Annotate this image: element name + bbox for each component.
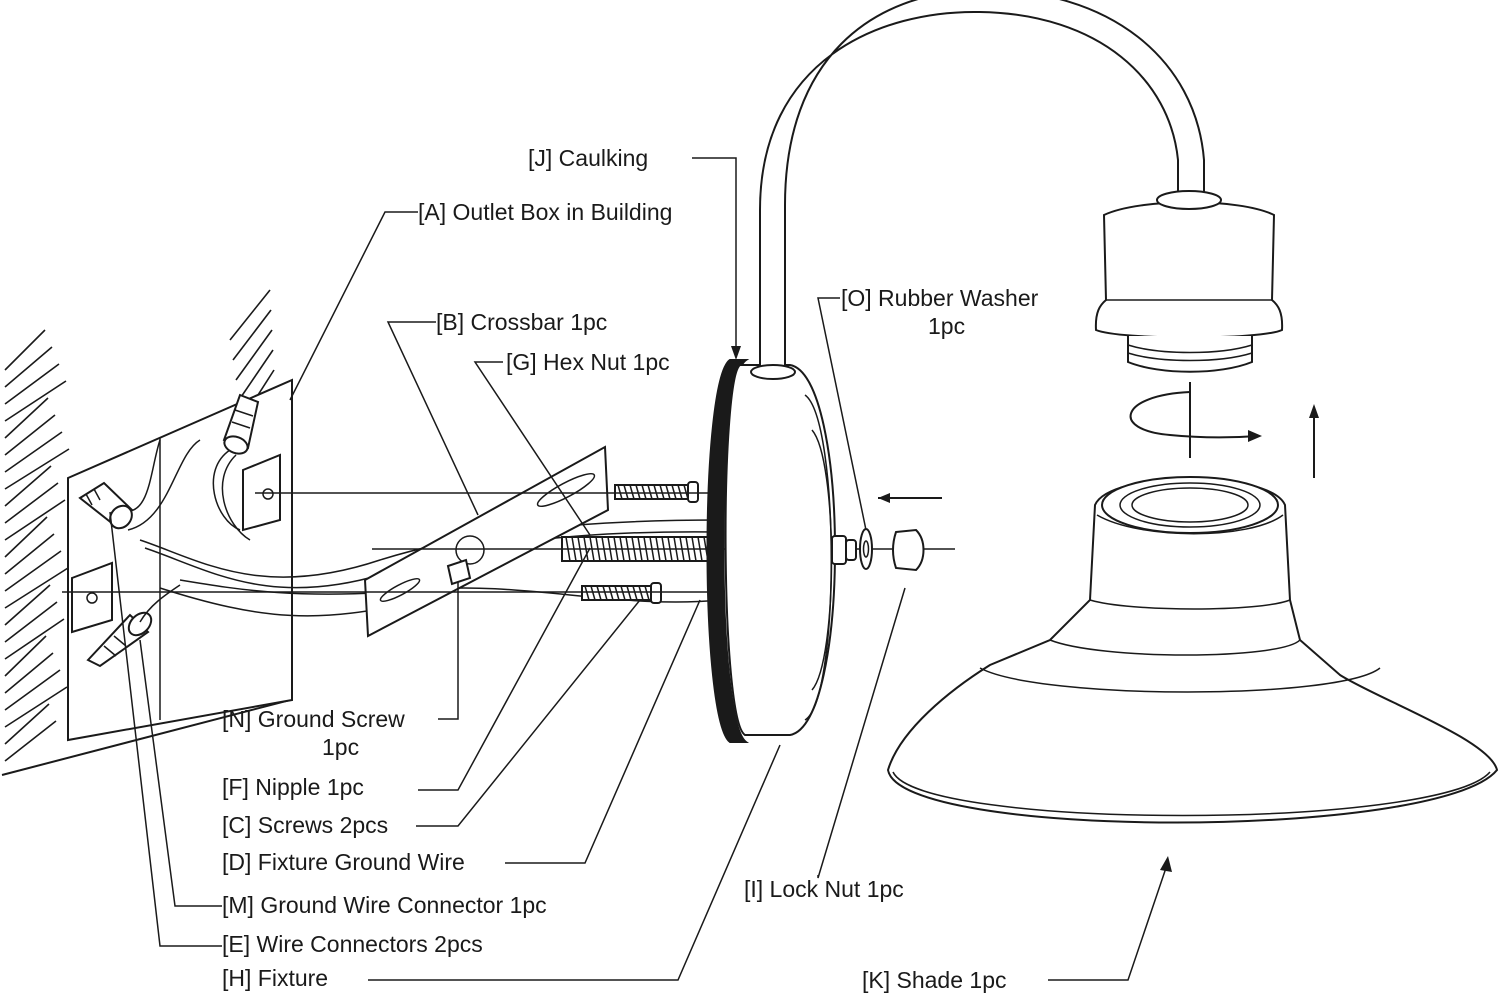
label-shade: [K] Shade 1pc	[862, 967, 1007, 993]
label-wire-connectors: [E] Wire Connectors 2pcs	[222, 931, 483, 957]
label-rubber-washer: [O] Rubber Washer	[841, 285, 1039, 311]
label-outlet-box: [A] Outlet Box in Building	[418, 199, 672, 225]
label-nipple: [F] Nipple 1pc	[222, 774, 364, 800]
wire-connector-top-icon	[222, 393, 260, 455]
leader-lines	[109, 157, 1172, 981]
ground-wire-connector-icon	[86, 611, 153, 668]
label-ground-wire-connector: [M] Ground Wire Connector 1pc	[222, 892, 547, 918]
crossbar-screw-lower	[581, 582, 662, 604]
ground-wire-braid	[139, 584, 181, 623]
crossbar-screw-upper	[614, 481, 699, 503]
label-hex-nut: [G] Hex Nut 1pc	[506, 349, 670, 375]
socket-cup	[1094, 190, 1284, 373]
ground-screw-icon	[446, 558, 472, 586]
label-ground-screw-qty: 1pc	[322, 734, 359, 760]
label-ground-screw: [N] Ground Screw	[222, 706, 405, 732]
rubber-washer-icon	[859, 528, 873, 570]
lock-nut-icon	[892, 528, 925, 572]
wire-connector-icon	[78, 481, 134, 530]
label-lock-nut: [I] Lock Nut 1pc	[744, 876, 904, 902]
rotate-arrow-icon	[1129, 382, 1262, 458]
label-screws: [C] Screws 2pcs	[222, 812, 388, 838]
label-rubber-washer-qty: 1pc	[928, 313, 965, 339]
lift-arrow-icon	[1309, 404, 1319, 478]
outlet-box	[67, 378, 293, 742]
label-fixture: [H] Fixture	[222, 965, 328, 991]
label-fixture-ground-wire: [D] Fixture Ground Wire	[222, 849, 465, 875]
label-crossbar: [B] Crossbar 1pc	[436, 309, 607, 335]
fixture-backplate	[706, 359, 857, 743]
label-caulking: [J] Caulking	[528, 145, 648, 171]
lamp-shade	[886, 476, 1499, 824]
insert-arrow-icon	[878, 493, 942, 503]
